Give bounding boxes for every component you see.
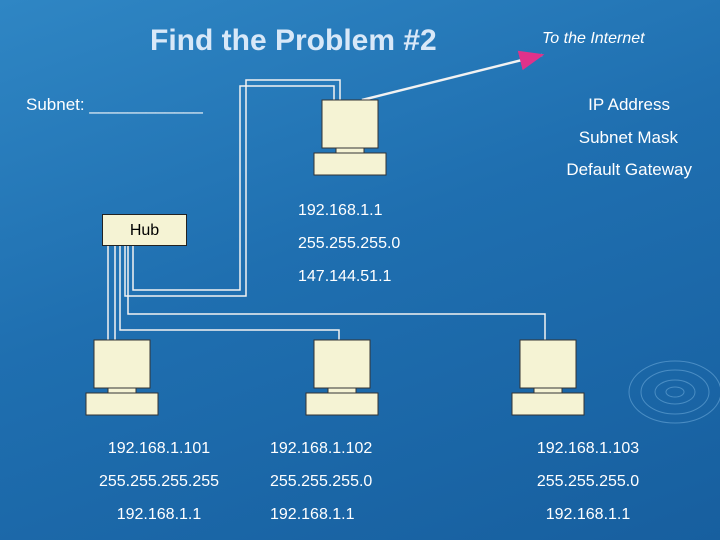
- router-computer-icon: [313, 99, 387, 176]
- page-title: Find the Problem #2: [150, 24, 437, 57]
- subnet-mask-label: Subnet Mask: [578, 128, 678, 147]
- router-subnet-mask: 255.255.255.0: [298, 235, 401, 252]
- default-gateway-label: Default Gateway: [566, 160, 692, 179]
- pc2-ip: 192.168.1.102: [270, 440, 373, 457]
- pc1-gateway: 192.168.1.1: [116, 506, 202, 523]
- router-ip: 192.168.1.1: [298, 202, 383, 219]
- ip-address-label: IP Address: [588, 95, 670, 114]
- pc3-subnet-mask: 255.255.255.0: [536, 473, 640, 490]
- internet-label: To the Internet: [542, 30, 645, 47]
- hub-box: Hub: [102, 214, 187, 246]
- pc1-computer-icon: [85, 339, 159, 416]
- pc3-computer-icon: [511, 339, 585, 416]
- pc-config-table: 192.168.1.101 192.168.1.102 192.168.1.10…: [48, 440, 688, 539]
- subnet-label: Subnet: ____________: [26, 95, 203, 114]
- router-gateway: 147.144.51.1: [298, 268, 392, 285]
- pc1-ip: 192.168.1.101: [107, 440, 211, 457]
- pc3-ip: 192.168.1.103: [536, 440, 640, 457]
- pc1-subnet-mask: 255.255.255.255: [98, 473, 220, 490]
- pc2-subnet-mask: 255.255.255.0: [270, 473, 373, 490]
- internet-arrow: [361, 50, 545, 102]
- pc3-gateway: 192.168.1.1: [545, 506, 631, 523]
- network-cables: [107, 79, 546, 340]
- pc2-computer-icon: [305, 339, 379, 416]
- pc2-gateway: 192.168.1.1: [270, 506, 355, 523]
- ripple-decoration: [628, 360, 720, 424]
